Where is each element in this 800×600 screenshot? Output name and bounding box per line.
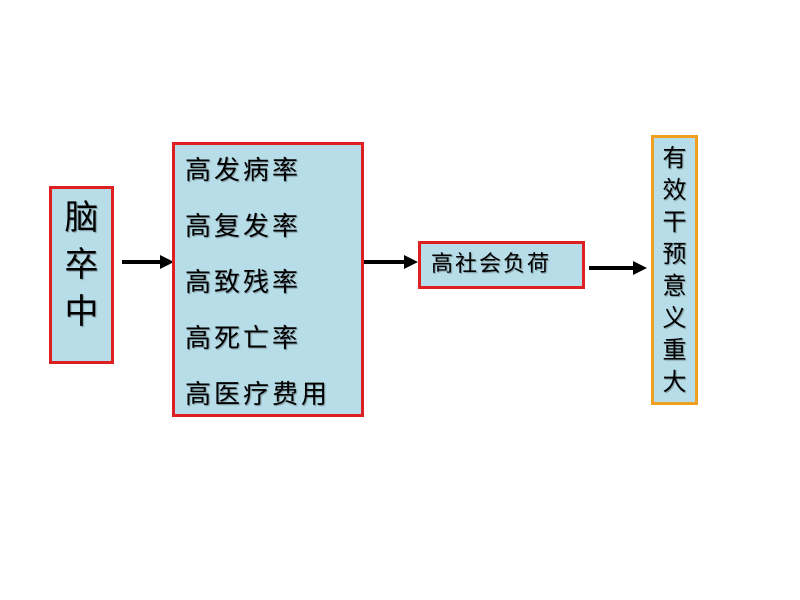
significance-char: 重 (662, 336, 687, 364)
rate-item: 高复发率 (185, 212, 302, 242)
arrow-burden-to-significance (589, 261, 647, 275)
social-burden-box: 高社会负荷 (418, 241, 585, 289)
significance-char: 大 (662, 368, 687, 396)
significance-char: 干 (662, 208, 687, 236)
significance-char: 预 (662, 240, 687, 268)
stroke-box: 脑 卒 中 (49, 186, 114, 364)
significance-char: 意 (662, 272, 687, 300)
arrow-rates-to-burden (364, 255, 418, 269)
significance-box: 有 效 干 预 意 义 重 大 (651, 135, 698, 405)
significance-char: 义 (662, 304, 687, 332)
social-burden-label: 高社会负荷 (431, 252, 552, 277)
rate-item: 高医疗费用 (185, 380, 331, 410)
arrow-stroke-to-rates (122, 255, 174, 269)
significance-char: 效 (662, 176, 687, 204)
significance-char: 有 (662, 144, 687, 172)
rate-item: 高发病率 (185, 156, 302, 186)
stroke-char: 卒 (64, 245, 99, 285)
stroke-char: 中 (64, 292, 99, 332)
stroke-char: 脑 (64, 198, 99, 238)
rate-item: 高致残率 (185, 268, 302, 298)
rates-box: 高发病率 高复发率 高致残率 高死亡率 高医疗费用 (172, 142, 364, 417)
rate-item: 高死亡率 (185, 324, 302, 354)
